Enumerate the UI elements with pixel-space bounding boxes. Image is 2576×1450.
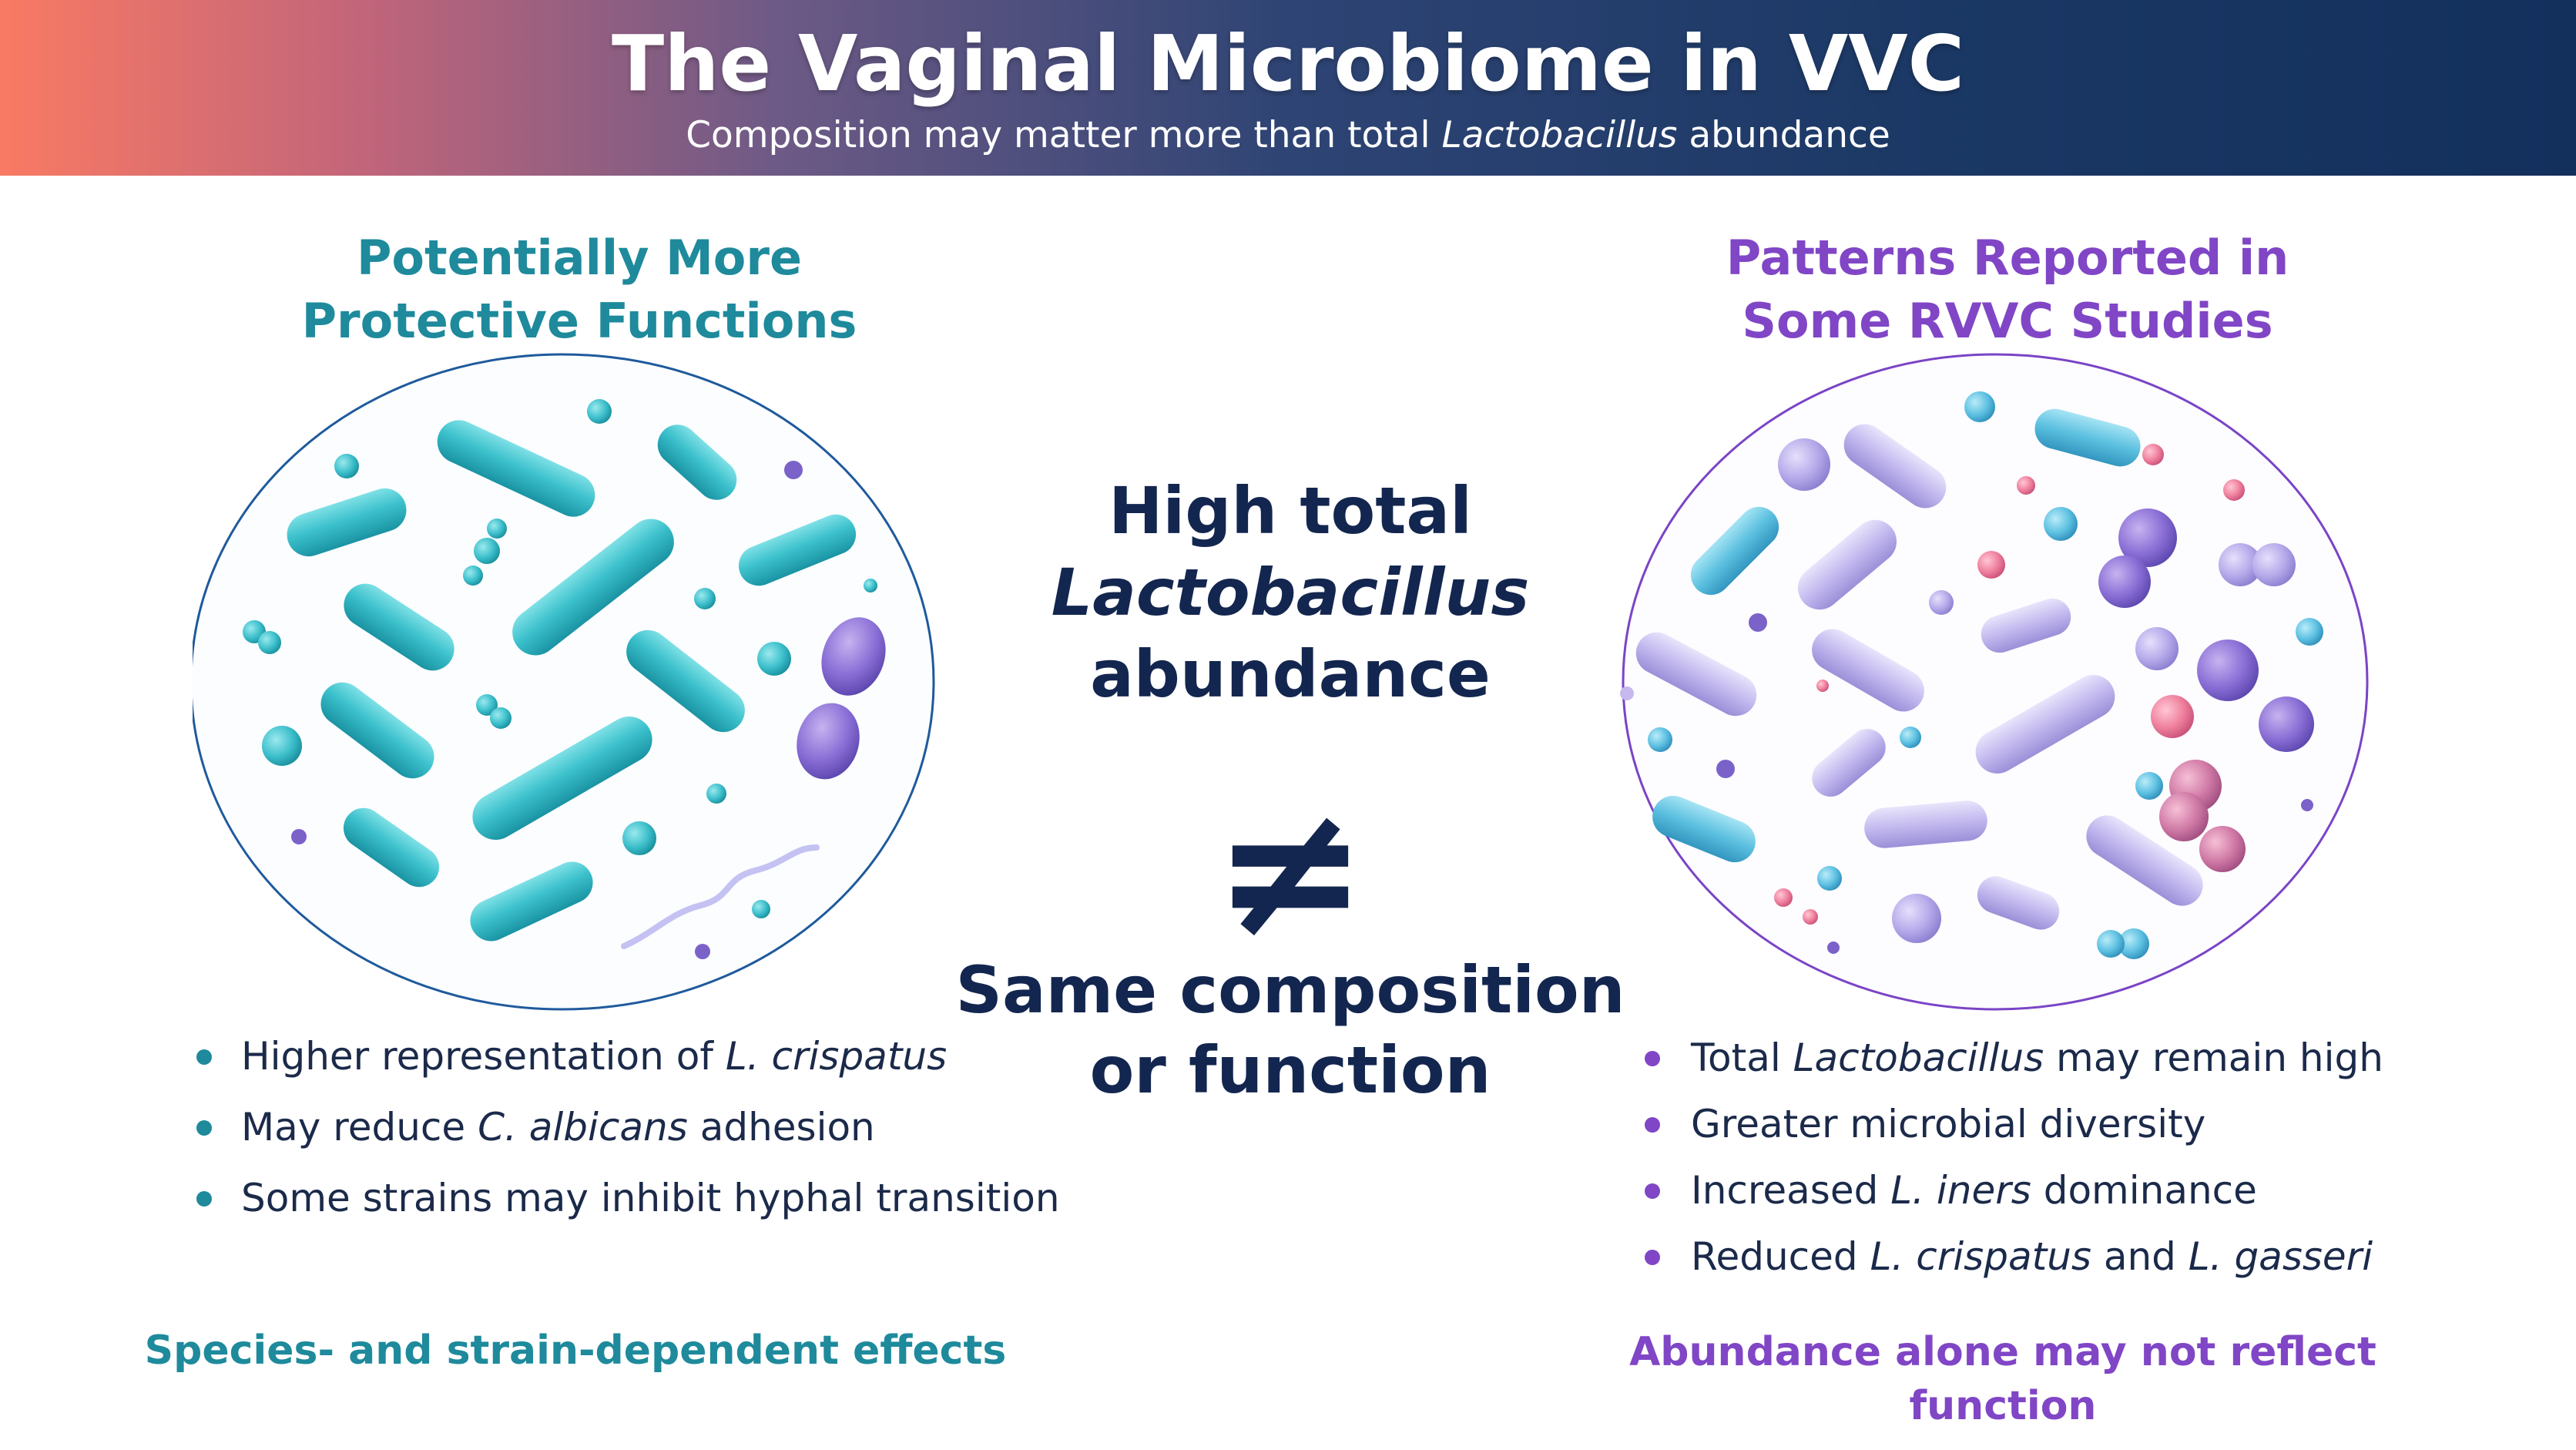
right-bullet-list: Total Lactobacillus may remain high Grea… [1645, 1034, 2383, 1299]
center-line-4: Same composition [955, 952, 1625, 1028]
right-title-line-1: Patterns Reported in [1726, 230, 2289, 286]
protective-microbiome-illustration [193, 353, 935, 1011]
center-line-5: or function [1089, 1032, 1491, 1108]
left-title-line-2: Protective Functions [301, 293, 857, 349]
left-bullet-item: May reduce C. albicans adhesion [196, 1103, 1060, 1174]
right-bullet-item: Total Lactobacillus may remain high [1645, 1034, 2383, 1100]
header-banner: The Vaginal Microbiome in VVC Compositio… [0, 0, 2576, 176]
lactobacillus-rod-group [287, 420, 857, 941]
bullet-dot-icon [1645, 1117, 1660, 1133]
bullet-species: C. albicans [478, 1105, 688, 1150]
right-footer-note: Abundance alone may not reflect function [1629, 1329, 2376, 1429]
bullet-text: Higher representation of [241, 1034, 726, 1079]
page-title: The Vaginal Microbiome in VVC [611, 18, 1964, 109]
bullet-dot-icon [196, 1191, 212, 1207]
cocci-group [243, 399, 877, 918]
right-title-line-2: Some RVVC Studies [1742, 293, 2273, 349]
right-bullet-item: Greater microbial diversity [1645, 1100, 2383, 1166]
bullet-text: Some strains may inhibit hyphal transiti… [241, 1176, 1060, 1220]
subtitle-genus: Lactobacillus [1441, 114, 1678, 156]
right-bullet-item: Increased L. iners dominance [1645, 1166, 2383, 1233]
bullet-dot-icon [1645, 1183, 1660, 1199]
left-bullet-item: Higher representation of L. crispatus [196, 1032, 1060, 1103]
left-footer-note: Species- and strain-dependent effects [144, 1327, 1007, 1374]
left-title-line-1: Potentially More [356, 230, 802, 286]
bullet-species-2: L. gasseri [2188, 1234, 2373, 1279]
bullet-text-mid: and [2091, 1234, 2189, 1279]
bullet-species: L. crispatus [725, 1034, 948, 1079]
bullet-species: L. iners [1890, 1168, 2031, 1213]
bullet-species: L. crispatus [1870, 1234, 2091, 1279]
subtitle-text-end: abundance [1677, 114, 1890, 156]
left-column-title: Potentially More Protective Functions [194, 227, 964, 353]
bullet-dot-icon [1645, 1051, 1660, 1066]
bullet-text: Greater microbial diversity [1691, 1102, 2206, 1146]
right-bullet-item: Reduced L. crispatus and L. gasseri [1645, 1233, 2383, 1299]
left-bullet-item: Some strains may inhibit hyphal transiti… [196, 1174, 1060, 1245]
bullet-text: Increased [1691, 1168, 1891, 1213]
subtitle-text: Composition may matter more than total [686, 114, 1442, 156]
page-subtitle: Composition may matter more than total L… [0, 112, 2576, 159]
right-column-title: Patterns Reported in Some RVVC Studies [1622, 227, 2393, 353]
not-equal-symbol: ≠ [1213, 763, 1368, 978]
left-bullet-list: Higher representation of L. crispatus Ma… [196, 1032, 1060, 1245]
bullet-dot-icon [196, 1120, 212, 1136]
bullet-text-end: may remain high [2044, 1035, 2383, 1080]
bullet-genus: Lactobacillus [1793, 1035, 2044, 1080]
bullet-dot-icon [1645, 1250, 1660, 1265]
bullet-text-end: dominance [2031, 1168, 2257, 1213]
bullet-text-end: adhesion [687, 1105, 875, 1150]
bullet-dot-icon [196, 1049, 212, 1065]
bullet-text: Total [1691, 1035, 1793, 1080]
rvvc-microbiome-illustration [1620, 353, 2369, 1011]
lactobacillus-rod-group [1635, 408, 2203, 930]
center-line-2-genus: Lactobacillus [1051, 555, 1530, 630]
candida-cell-group [291, 461, 886, 959]
cocci-group [1620, 391, 2323, 959]
bullet-text: Reduced [1691, 1234, 1870, 1279]
center-line-3: abundance [1090, 636, 1491, 712]
center-line-1: High total [1109, 473, 1472, 549]
bullet-text: May reduce [241, 1105, 478, 1150]
